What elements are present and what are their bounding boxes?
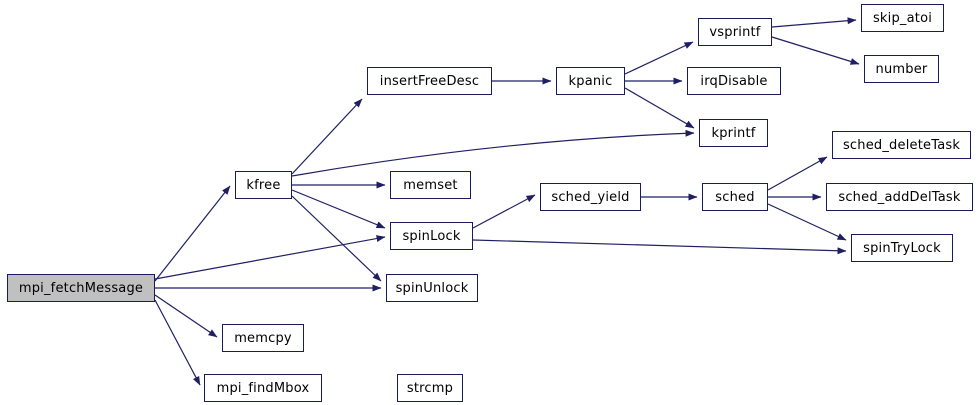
graph-node-sched_yield[interactable]: sched_yield: [540, 183, 641, 211]
graph-node-label: sched: [715, 189, 755, 205]
graph-node-label: number: [875, 61, 928, 77]
edge-kpanic-to-kprintf: [624, 87, 695, 129]
graph-node-label: spinUnlock: [395, 280, 469, 296]
graph-node-label: sched_addDelTask: [838, 189, 961, 205]
graph-node-label: memset: [403, 177, 458, 193]
edge-kfree-to-spinUnlock: [291, 195, 382, 282]
graph-node-mpi_fetchMessage[interactable]: mpi_fetchMessage: [7, 274, 155, 302]
graph-node-label: mpi_findMbox: [216, 380, 310, 396]
graph-node-kpanic[interactable]: kpanic: [556, 67, 625, 95]
edge-kfree-to-insertFreeDesc: [291, 98, 363, 175]
graph-node-label: mpi_fetchMessage: [18, 280, 144, 296]
graph-node-sched_deleteTask[interactable]: sched_deleteTask: [832, 131, 971, 159]
graph-node-spinLock[interactable]: spinLock: [390, 222, 473, 250]
edge-kpanic-to-vsprintf: [624, 41, 694, 75]
graph-node-label: vsprintf: [709, 24, 761, 40]
graph-node-label: insertFreeDesc: [379, 73, 480, 89]
graph-node-label: spinLock: [402, 228, 461, 244]
graph-node-memcpy[interactable]: memcpy: [222, 324, 304, 352]
graph-node-sched[interactable]: sched: [702, 183, 768, 211]
graph-node-spinTryLock[interactable]: spinTryLock: [851, 234, 953, 262]
edge-sched-to-spinTryLock: [767, 203, 847, 241]
graph-node-irqDisable[interactable]: irqDisable: [687, 67, 781, 95]
edge-vsprintf-to-skip_atoi: [771, 17, 857, 28]
edge-mpi_fetchMessage-to-kfree: [154, 185, 231, 282]
graph-node-insertFreeDesc[interactable]: insertFreeDesc: [367, 67, 492, 95]
edge-kfree-to-spinLock: [291, 189, 386, 229]
graph-node-label: kprintf: [711, 125, 756, 141]
graph-node-kprintf[interactable]: kprintf: [699, 119, 768, 147]
graph-node-mpi_findMbox[interactable]: mpi_findMbox: [204, 374, 322, 402]
graph-node-label: strcmp: [406, 380, 454, 396]
edge-sched-to-sched_deleteTask: [767, 156, 828, 191]
edge-mpi_fetchMessage-to-memcpy: [154, 294, 218, 338]
graph-node-label: memcpy: [234, 330, 292, 346]
graph-node-label: irqDisable: [700, 73, 768, 89]
graph-node-label: sched_deleteTask: [842, 137, 961, 153]
graph-node-spinUnlock[interactable]: spinUnlock: [386, 274, 478, 302]
graph-node-label: kpanic: [568, 73, 613, 89]
graph-node-memset[interactable]: memset: [390, 171, 471, 199]
edge-kfree-to-kprintf: [291, 129, 695, 177]
edge-mpi_fetchMessage-to-mpi_findMbox: [154, 299, 201, 386]
edge-vsprintf-to-number: [771, 36, 860, 65]
graph-node-label: sched_yield: [551, 189, 630, 205]
edge-spinLock-to-sched_yield: [472, 194, 536, 229]
edges-group: [154, 17, 860, 386]
edge-spinLock-to-spinTryLock: [472, 239, 847, 255]
graph-node-sched_addDelTask[interactable]: sched_addDelTask: [826, 183, 973, 211]
graph-node-label: skip_atoi: [872, 10, 933, 26]
graph-node-vsprintf[interactable]: vsprintf: [698, 18, 772, 46]
graph-node-strcmp[interactable]: strcmp: [397, 374, 463, 402]
edge-mpi_fetchMessage-to-spinLock: [154, 235, 386, 280]
graph-node-label: kfree: [246, 177, 281, 193]
graph-node-skip_atoi[interactable]: skip_atoi: [861, 4, 944, 32]
graph-node-number[interactable]: number: [864, 55, 939, 83]
graph-node-label: spinTryLock: [863, 240, 941, 256]
graph-node-kfree[interactable]: kfree: [235, 171, 292, 199]
